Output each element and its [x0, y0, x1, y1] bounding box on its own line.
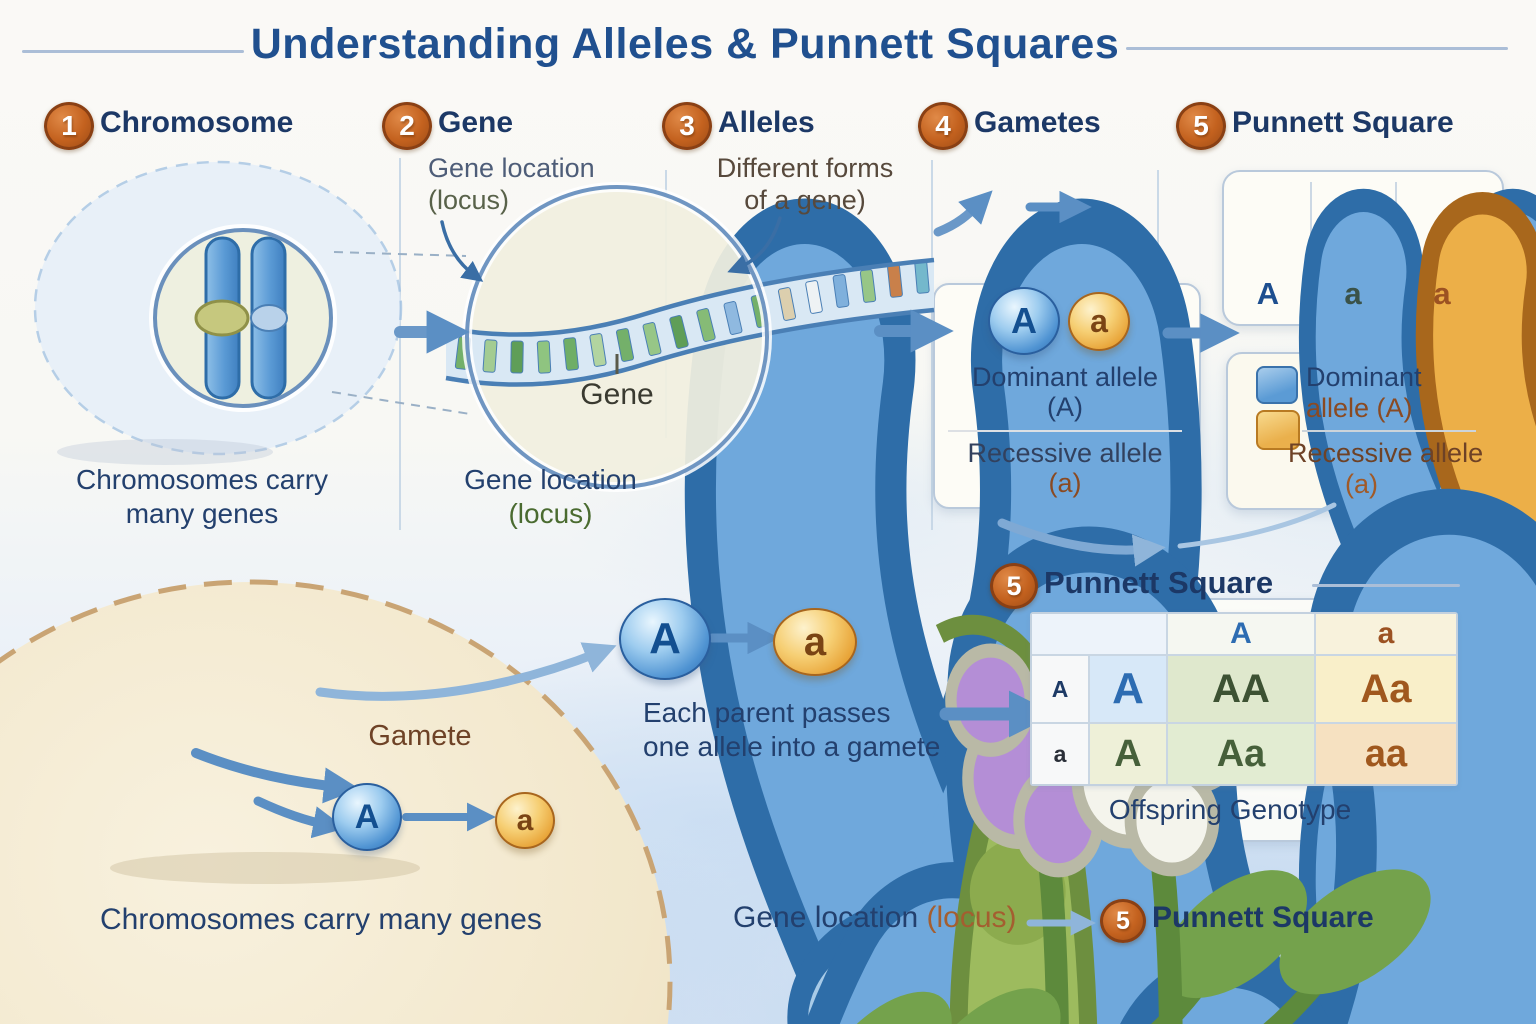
legend-recessive-symbol: (a) [1345, 469, 1378, 499]
footer-gene-location: Gene location (locus) [733, 901, 1017, 935]
section-divider [399, 158, 401, 530]
punnett-heading-rule [1312, 584, 1460, 587]
footer-punnett-badge: 5 [1100, 899, 1146, 943]
dna-strand [445, 257, 935, 387]
title-rule-left [22, 50, 244, 53]
cell-chromosome-2 [611, 987, 1231, 1024]
punnett-heading: Punnett Square [1044, 565, 1274, 600]
punnett-cell-A2: A [1090, 724, 1166, 784]
punnett-row-header-A: A [1032, 656, 1088, 722]
punnett-cell-aa: aa [1316, 724, 1456, 784]
punnett-col-header-a: a [1316, 614, 1456, 654]
panel-label-a-plant: a [1433, 276, 1451, 311]
key-box-divider [948, 430, 1182, 432]
step-badge-4: 4 [918, 102, 968, 150]
gamete-label: Gamete [368, 720, 472, 752]
legend-divider [1302, 430, 1476, 432]
gene-callout-label: Gene [580, 378, 654, 411]
cell-shadow [110, 852, 420, 884]
section-title-gametes: Gametes [974, 106, 1101, 139]
cell-allele-sphere-A: A [332, 783, 402, 851]
chromosome-caption-line2: many genes [125, 498, 279, 529]
section-title-chromosome: Chromosome [100, 106, 294, 139]
section-divider [1157, 170, 1159, 310]
page-title: Understanding Alleles & Punnett Squares [250, 20, 1120, 68]
footer-punnett-label: Punnett Square [1152, 901, 1374, 934]
flow-allele-sphere-a: a [773, 608, 857, 676]
panel-label-A: A [1256, 276, 1280, 311]
punnett-col-header-A: A [1168, 614, 1314, 654]
panel-divider [1395, 182, 1397, 310]
dominant-allele-sphere: A [988, 287, 1060, 355]
title-rule-right [1126, 47, 1508, 50]
punnett-badge: 5 [990, 563, 1038, 609]
gene-caption-main: Gene location [464, 464, 637, 495]
dominant-allele-label: Dominant allele [971, 362, 1159, 392]
legend-recessive-label: Recessive allele [1288, 438, 1484, 468]
flow-allele-sphere-A: A [619, 598, 711, 680]
chromosome-inset-magnifier [149, 224, 337, 412]
footer-gene-location-text: Gene location [733, 901, 919, 934]
legend-swatch-dominant [1256, 366, 1298, 404]
gene-caption-locus: (locus) [508, 498, 593, 529]
punnett-corner-cell [1032, 614, 1166, 654]
legend-swatch-recessive [1256, 410, 1300, 450]
punnett-cell-A: A [1090, 656, 1166, 722]
punnett-cell-Aa: Aa [1316, 656, 1456, 722]
gene-subtitle-line2: (locus) [428, 185, 510, 215]
recessive-allele-sphere: a [1068, 292, 1130, 351]
footer-locus-text: (locus) [926, 901, 1017, 934]
gene-subtitle-line1: Gene location [428, 153, 595, 183]
punnett-cell-Aa2: Aa [1168, 724, 1314, 784]
cell-caption: Chromosomes carry many genes [100, 903, 542, 936]
section-title-punnett: Punnett Square [1232, 106, 1454, 139]
panel-divider [1310, 182, 1312, 310]
dominant-allele-symbol: (A) [1047, 392, 1083, 422]
alleles-subtitle-line1: Different forms [716, 153, 894, 183]
gene-magnifier-circle [467, 187, 767, 487]
parent-passes-line1: Each parent passes [643, 697, 891, 728]
step-badge-5: 5 [1176, 102, 1226, 150]
parent-passes-line2: one allele into a gamete [643, 731, 941, 762]
alleles-subtitle-line2: of a gene) [744, 185, 866, 215]
cell-allele-sphere-a: a [495, 792, 555, 849]
step-badge-2: 2 [382, 102, 432, 150]
punnett-cell-AA: AA [1168, 656, 1314, 722]
offspring-genotype-caption: Offspring Genotype [1108, 794, 1352, 825]
punnett-row-header-a: a [1032, 724, 1088, 784]
section-title-alleles: Alleles [718, 106, 815, 139]
step-badge-1: 1 [44, 102, 94, 150]
recessive-allele-symbol: (a) [1048, 468, 1082, 498]
punnett-square-table: A a A A AA Aa a A Aa aa [1030, 612, 1458, 786]
panel-label-a-purple: a [1344, 276, 1362, 311]
section-title-gene: Gene [438, 106, 514, 139]
magnifier-connector-line [331, 391, 471, 415]
recessive-allele-label: Recessive allele [967, 438, 1163, 468]
gene-magnifier-ring [462, 182, 772, 492]
legend-dominant-word: Dominant [1306, 362, 1422, 392]
legend-dominant-rest: allele (A) [1306, 393, 1413, 423]
chromosome-caption-line1: Chromosomes carry [75, 464, 329, 495]
step-badge-3: 3 [662, 102, 712, 150]
